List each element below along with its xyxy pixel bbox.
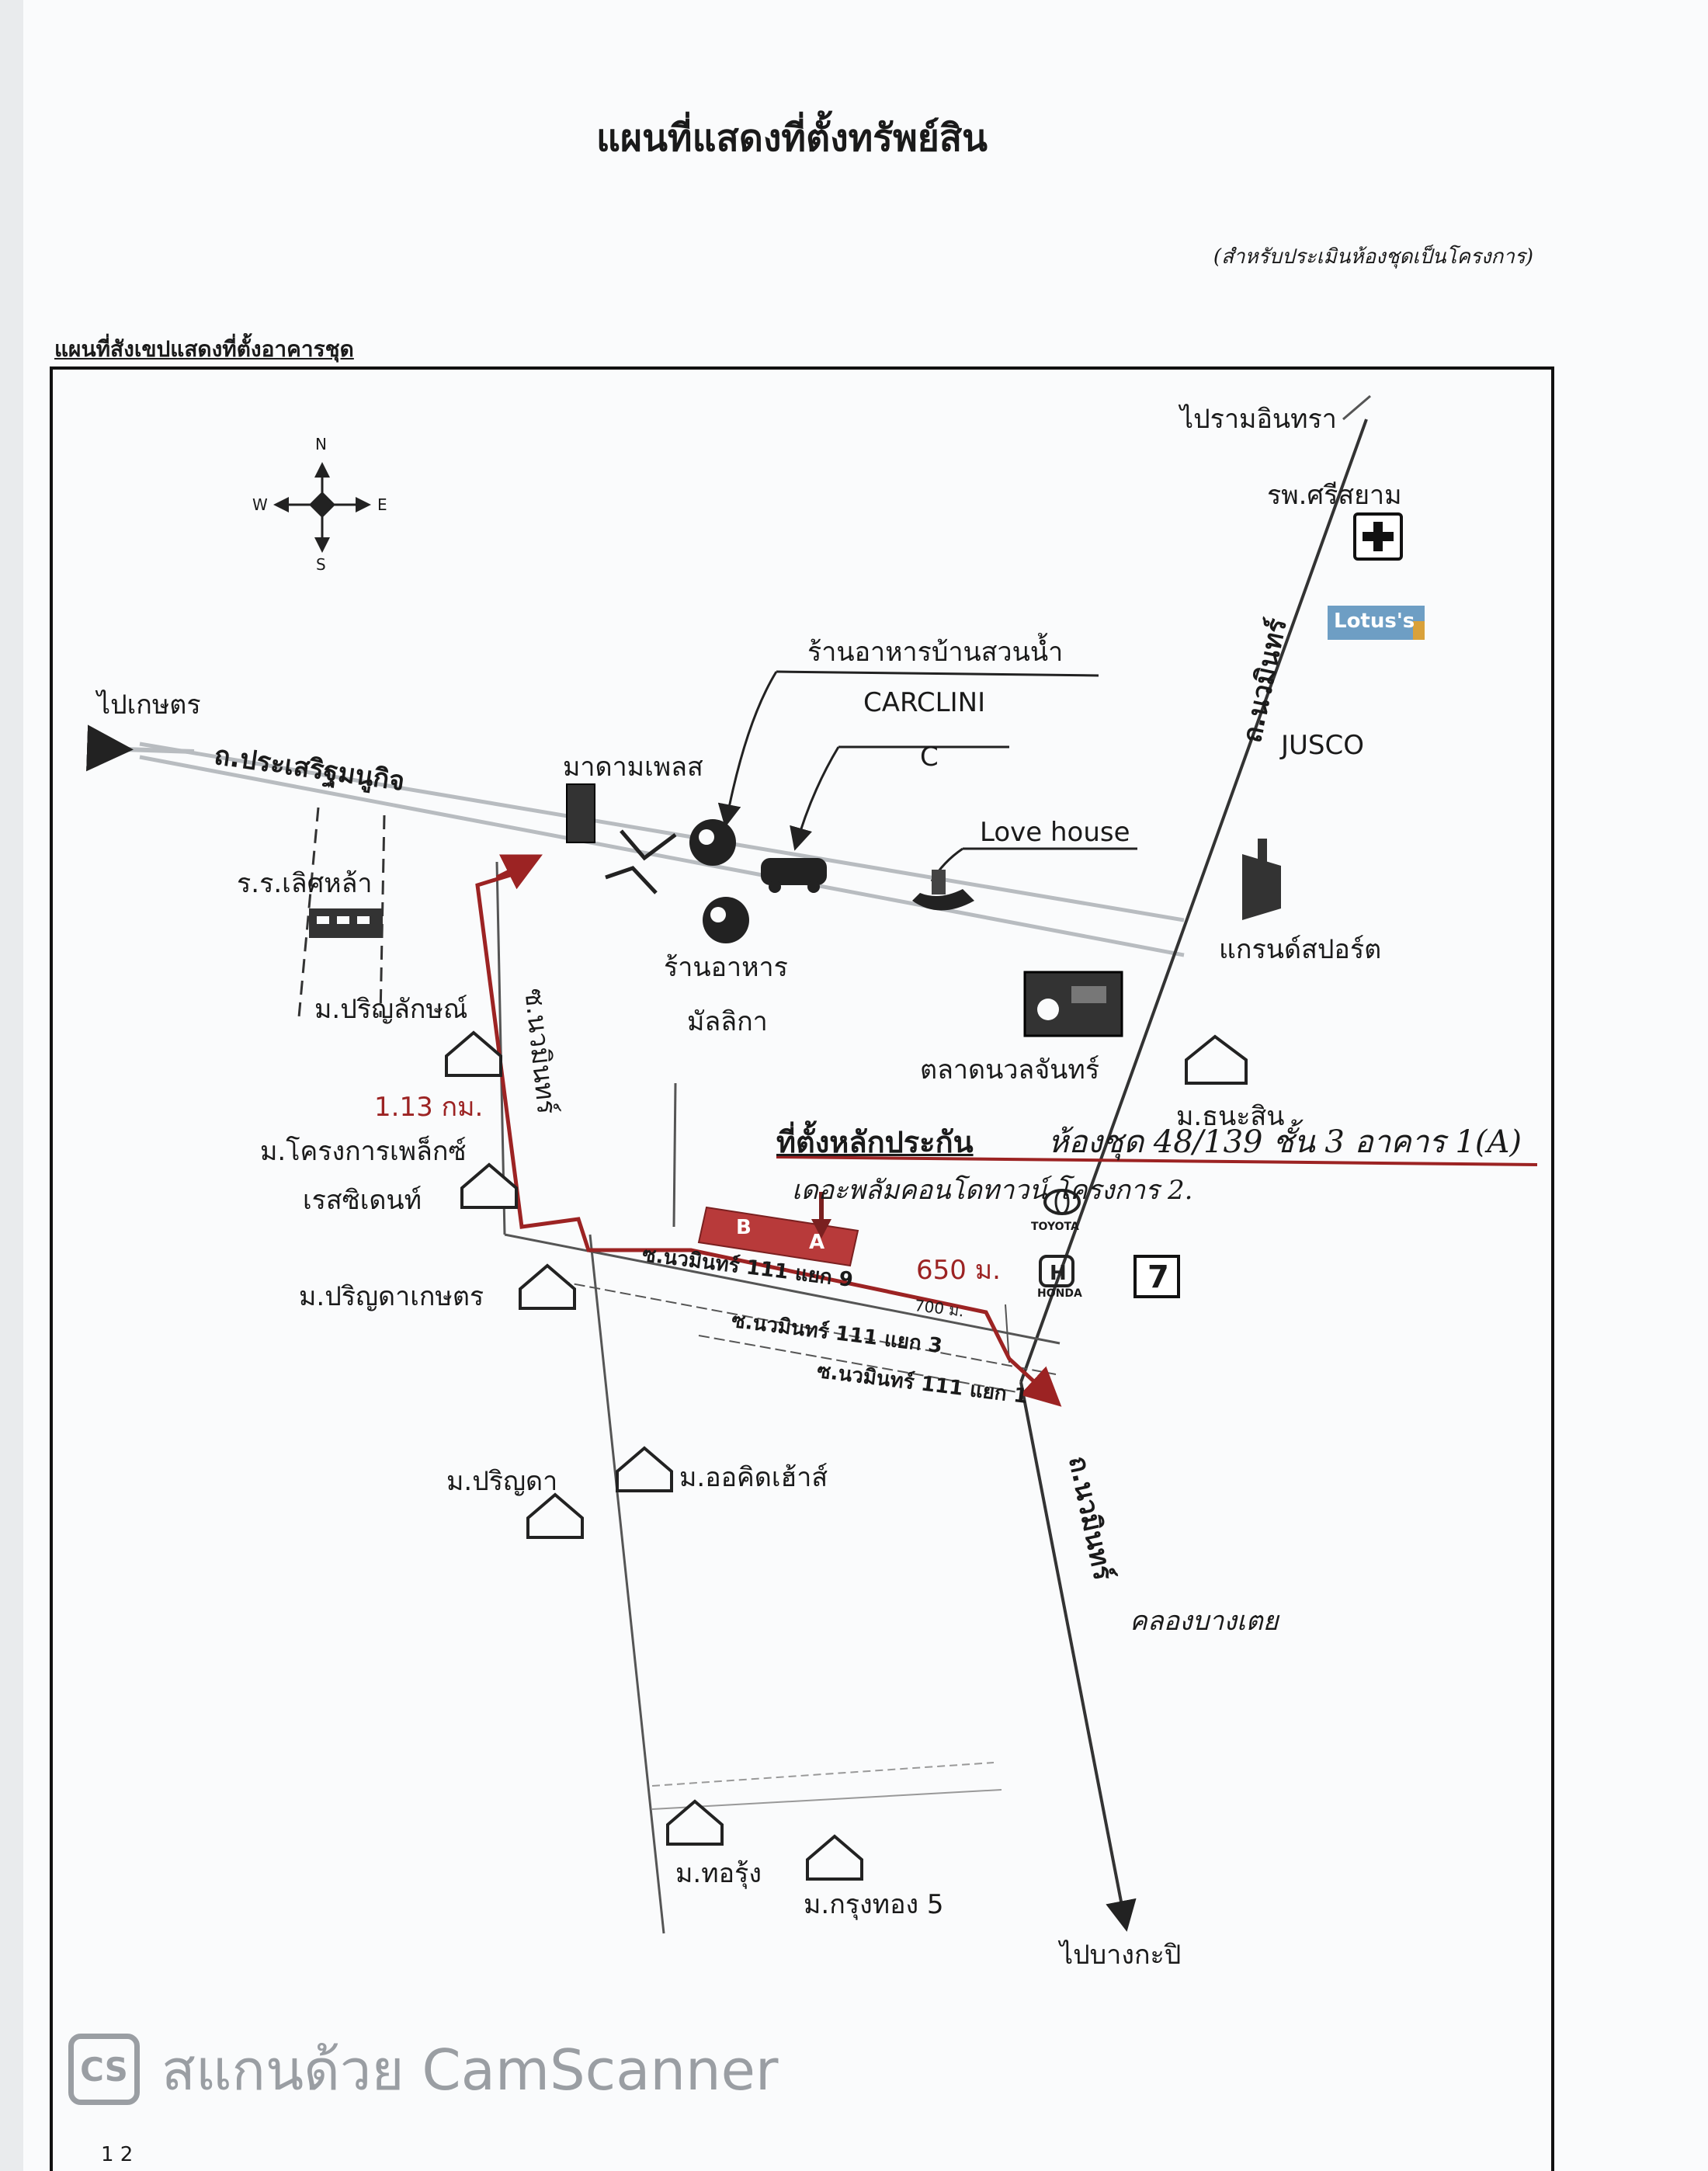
label-krungthong: ม.กรุงทอง 5 bbox=[804, 1889, 944, 1920]
label-to-ram-inthra: ไปรามอินทรา bbox=[1180, 404, 1337, 435]
section-label: แผนที่สังเขปแสดงที่ตั้งอาคารชุด bbox=[54, 336, 354, 362]
label-hospital: รพ.ศรีสยาม bbox=[1267, 480, 1402, 511]
label-building-b: B bbox=[736, 1216, 752, 1239]
nawamin-road bbox=[1019, 394, 1371, 1932]
label-toyota: TOYOTA bbox=[1031, 1221, 1079, 1233]
label-madam-place: มาดามเพลส bbox=[563, 752, 703, 783]
label-to-kaset: ไปเกษตร bbox=[97, 690, 201, 721]
label-restaurant-malika-2: มัลลิกา bbox=[687, 1006, 768, 1037]
svg-text:H: H bbox=[1050, 1262, 1067, 1285]
label-grand-sport: แกรนด์สปอร์ต bbox=[1219, 934, 1382, 965]
honda-icon: H bbox=[1039, 1255, 1074, 1287]
seven-eleven-icon bbox=[1133, 1255, 1180, 1298]
label-parinda: ม.ปริญดา bbox=[446, 1466, 558, 1497]
compass-n: N bbox=[315, 435, 327, 453]
house-icon-parinda bbox=[526, 1492, 584, 1539]
label-collateral-project: เดอะพลัมคอนโดทาวน์ โครงการ 2. bbox=[792, 1175, 1193, 1206]
grand-sport-icon bbox=[1242, 839, 1281, 920]
scan-edge bbox=[0, 0, 23, 2171]
house-icon-thanasin bbox=[1185, 1034, 1248, 1085]
house-icon-krungthong bbox=[806, 1834, 863, 1881]
label-project-place-2: เรสซิเดนท์ bbox=[303, 1185, 422, 1216]
label-seven-eleven: 7 bbox=[1147, 1259, 1169, 1295]
label-collateral-unit: ห้องชุด 48/139 ชั้น 3 อาคาร 1(A) bbox=[1048, 1124, 1522, 1160]
house-icon-project-place bbox=[460, 1162, 518, 1209]
route-line bbox=[475, 854, 1062, 1407]
restaurant-malika-icon bbox=[703, 897, 749, 943]
label-restaurant-suan-nam: ร้านอาหารบ้านสวนน้ำ bbox=[807, 637, 1064, 668]
label-restaurant-malika-1: ร้านอาหาร bbox=[664, 952, 788, 983]
label-love-house: Love house bbox=[980, 817, 1130, 848]
label-collateral: ที่ตั้งหลักประกัน bbox=[776, 1125, 974, 1159]
label-school: ร.ร.เลิศหล้า bbox=[237, 868, 373, 899]
label-carclinic-1: CARCLINI bbox=[863, 687, 986, 718]
madam-place-icon bbox=[566, 783, 595, 843]
footer-mark: 1 2 bbox=[101, 2143, 134, 2166]
label-honda: HONDA bbox=[1037, 1287, 1082, 1300]
watermark-text: สแกนด้วย CamScanner bbox=[161, 2037, 779, 2103]
page-subtitle: (สำหรับประเมินห้องชุดเป็นโครงการ) bbox=[1213, 245, 1533, 269]
map-frame bbox=[50, 366, 1554, 2171]
house-icon-parinda-kaset bbox=[519, 1263, 576, 1310]
camscanner-watermark: CS สแกนด้วย CamScanner bbox=[68, 2031, 779, 2107]
label-thanasin: ม.ธนะสิน bbox=[1176, 1101, 1285, 1132]
label-parinya-lak: ม.ปริญลักษณ์ bbox=[314, 994, 468, 1025]
school-icon bbox=[309, 908, 383, 938]
page-title: แผนที่แสดงที่ตั้งทรัพย์สิน bbox=[596, 116, 988, 160]
label-jusco: JUSCO bbox=[1281, 730, 1364, 761]
toyota-icon bbox=[1043, 1189, 1081, 1215]
collateral-underline bbox=[776, 1155, 1538, 1166]
collateral-building bbox=[697, 1192, 859, 1267]
compass-s: S bbox=[316, 555, 326, 574]
compass-w: W bbox=[252, 495, 268, 514]
camscanner-logo: CS bbox=[68, 2034, 140, 2105]
lotus-icon bbox=[1328, 606, 1425, 640]
label-distance-west: 1.13 กม. bbox=[374, 1092, 484, 1123]
label-project-place-1: ม.โครงการเพล็กซ์ bbox=[260, 1136, 467, 1167]
label-thorung: ม.ทอรุ้ง bbox=[675, 1858, 762, 1889]
label-distance-east: 650 ม. bbox=[916, 1255, 1001, 1286]
market-icon bbox=[1023, 971, 1123, 1037]
label-market: ตลาดนวลจันทร์ bbox=[920, 1054, 1100, 1086]
label-parinda-kaset: ม.ปริญดาเกษตร bbox=[299, 1281, 484, 1312]
document-page bbox=[23, 0, 1708, 2171]
label-lotus: Lotus's bbox=[1334, 610, 1415, 633]
hospital-icon bbox=[1353, 512, 1403, 561]
house-icon-orchid-house bbox=[616, 1446, 673, 1492]
label-canal: คลองบางเตย bbox=[1130, 1606, 1279, 1637]
house-icon-thorung bbox=[666, 1799, 724, 1846]
label-to-bangkapi: ไปบางกะปิ bbox=[1060, 1940, 1182, 1971]
main-road bbox=[86, 724, 1185, 957]
label-carclinic-2: C bbox=[920, 742, 939, 773]
compass-e: E bbox=[377, 495, 387, 514]
soi-roads bbox=[297, 807, 1061, 1934]
love-house-icon bbox=[912, 870, 974, 911]
restaurant-suan-nam-icon bbox=[689, 819, 736, 866]
junction-icon bbox=[605, 829, 677, 894]
label-orchid-house: ม.ออคิดเฮ้าส์ bbox=[679, 1462, 828, 1493]
label-building-a: A bbox=[809, 1231, 825, 1254]
car-icon bbox=[761, 858, 827, 893]
house-icon-parinya-lak bbox=[445, 1030, 502, 1077]
compass-rose bbox=[273, 462, 371, 553]
